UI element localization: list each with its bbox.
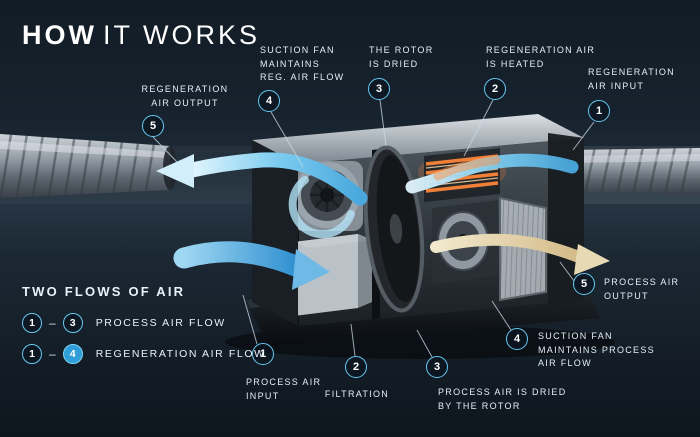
legend-number-badge: 3 — [62, 313, 83, 333]
callout-label: REGENERATION AIR INPUT — [588, 67, 675, 91]
legend-dash: – — [49, 347, 56, 361]
callout-number-badge: 1 — [588, 100, 610, 122]
legend-number-badge: 1 — [22, 344, 42, 364]
legend: TWO FLOWS OF AIR 1 – 3 PROCESS AIR FLOW … — [22, 284, 266, 364]
callout-number-badge: 4 — [506, 328, 528, 350]
legend-row-process-flow: 1 – 3 PROCESS AIR FLOW — [22, 313, 266, 333]
callout-label: THE ROTOR IS DRIED — [369, 45, 434, 69]
legend-title: TWO FLOWS OF AIR — [22, 284, 186, 299]
title-how: HOW — [22, 20, 97, 50]
regeneration-output-arrowhead — [156, 154, 194, 188]
process-output-flow — [430, 233, 590, 265]
callout-label: REGENERATION AIR OUTPUT — [141, 84, 229, 108]
callout-number-badge: 2 — [484, 78, 506, 100]
callout-number-badge: 5 — [573, 273, 595, 295]
callout-label: PROCESS AIR OUTPUT — [604, 277, 680, 301]
title-it-works: IT WORKS — [102, 20, 260, 50]
callout-number-badge: 4 — [258, 90, 280, 112]
machine-interior — [252, 133, 584, 326]
legend-number-badge: 1 — [22, 313, 42, 333]
legend-row-regeneration-flow: 1 – 4 REGENERATION AIR FLOW — [22, 344, 266, 364]
callout-number-badge: 3 — [368, 78, 390, 100]
process-input-flow — [173, 241, 309, 278]
callout-number-badge: 2 — [345, 356, 367, 378]
process-input-arrowhead — [292, 249, 330, 290]
legend-label: REGENERATION AIR FLOW — [95, 348, 266, 360]
process-output-arrowhead — [574, 244, 610, 275]
callout-connector-lines — [152, 99, 595, 358]
callout-number-badge: 3 — [426, 356, 448, 378]
legend-label: PROCESS AIR FLOW — [95, 317, 226, 329]
callout-number-badge: 5 — [142, 115, 164, 137]
right-spiral-duct — [566, 148, 700, 194]
fan-swirl-flow — [288, 176, 355, 239]
legend-dash: – — [49, 316, 56, 330]
callout-label: PROCESS AIR INPUT — [246, 377, 322, 401]
air-flow-ribbons — [173, 152, 590, 278]
callout-label: PROCESS AIR IS DRIED BY THE ROTOR — [438, 387, 567, 411]
legend-number-badge-highlighted: 4 — [62, 344, 83, 364]
heated-air-flow — [433, 155, 501, 181]
callout-label: SUCTION FAN MAINTAINS PROCESS AIR FLOW — [538, 331, 655, 368]
callout-number-badge: 1 — [252, 343, 274, 365]
callout-label: FILTRATION — [324, 389, 390, 399]
regeneration-output-flow — [184, 152, 368, 206]
callout-label: SUCTION FAN MAINTAINS REG. AIR FLOW — [260, 45, 345, 82]
callout-label: REGENERATION AIR IS HEATED — [486, 45, 596, 69]
left-spiral-duct — [0, 134, 177, 198]
